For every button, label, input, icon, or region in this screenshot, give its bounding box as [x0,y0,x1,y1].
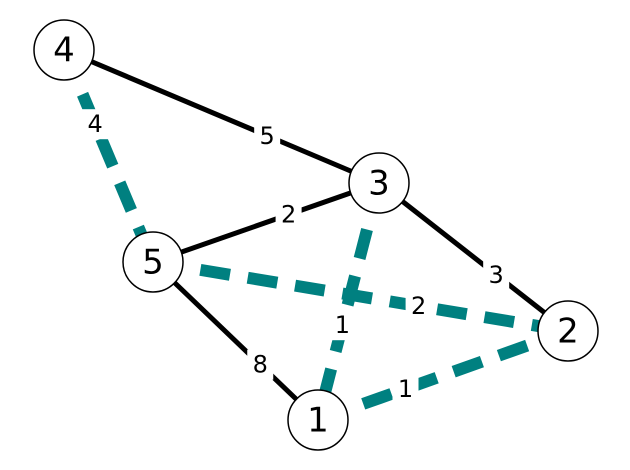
edge-weight-label-3-2: 3 [489,261,504,289]
edge-labels-layer: 5 4 2 2 3 1 8 1 [82,109,510,404]
edge-weight-label-4-3: 5 [260,122,275,150]
node-3[interactable]: 3 [348,152,410,214]
edge-weight-label-5-1: 8 [253,351,268,379]
node-circle-5 [122,231,184,293]
node-circle-1 [287,389,349,451]
edge-4-3 [63,47,380,186]
edge-5-1 [151,260,320,422]
edge-5-2-highlighted [152,256,569,337]
edge-weight-label-1-2: 1 [398,375,413,403]
edge-label-bg-3-2 [483,259,510,290]
edge-5-3 [152,180,380,265]
edge-3-1-highlighted [312,181,385,422]
node-circle-4 [33,19,95,81]
edge-label-bg-4-3 [254,120,281,151]
edge-weight-label-5-3: 2 [281,201,296,229]
node-label-1: 1 [307,401,329,441]
node-4[interactable]: 4 [33,19,95,81]
edge-label-bg-5-3 [275,199,302,230]
node-2[interactable]: 2 [537,300,599,362]
node-label-2: 2 [557,312,579,352]
node-label-4: 4 [53,31,75,71]
edge-3-2 [377,181,570,333]
edge-weight-label-3-1: 1 [335,311,350,339]
edge-weight-label-5-2: 2 [411,292,426,320]
edge-label-bg-3-1 [329,310,356,341]
nodes-layer: 1 2 3 4 5 [33,19,599,451]
edge-label-bg-4-5 [82,109,109,140]
edges-layer [58,47,571,426]
edge-4-5-highlighted [58,47,159,265]
edge-1-2-highlighted [315,325,571,426]
node-5[interactable]: 5 [122,231,184,293]
node-circle-3 [348,152,410,214]
edge-weight-label-4-5: 4 [88,110,103,138]
node-label-5: 5 [142,243,164,283]
node-circle-2 [537,300,599,362]
edge-label-bg-1-2 [392,373,419,404]
node-1[interactable]: 1 [287,389,349,451]
edge-label-bg-5-1 [247,349,274,380]
node-label-3: 3 [368,164,390,204]
edge-label-bg-5-2 [405,291,432,322]
